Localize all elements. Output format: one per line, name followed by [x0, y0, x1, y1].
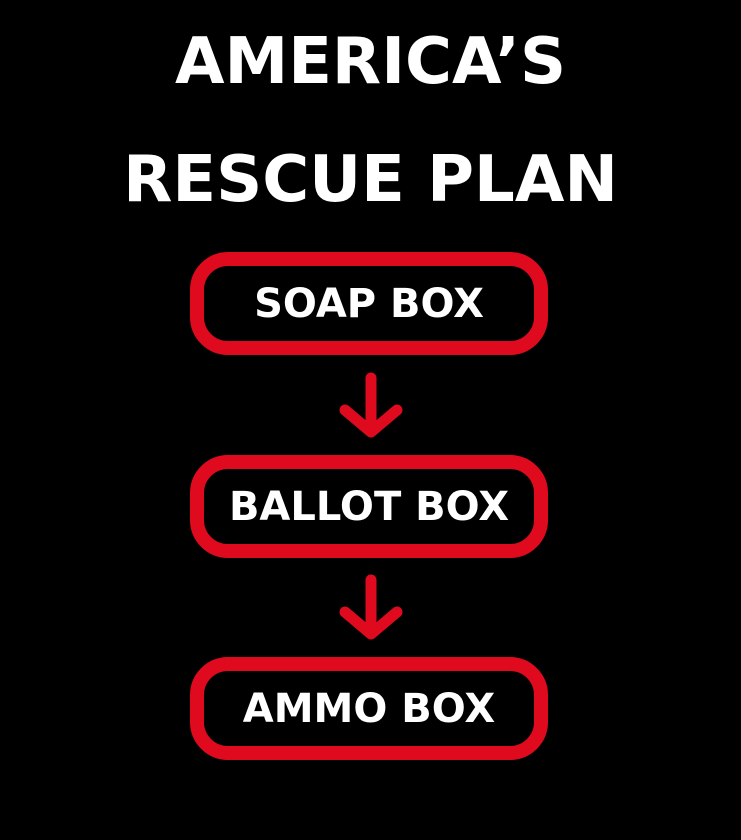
- step-label: SOAP BOX: [254, 280, 484, 327]
- step-box-ballot: BALLOT BOX: [190, 455, 548, 558]
- arrow-down-icon: [339, 372, 403, 438]
- step-label: AMMO BOX: [242, 685, 496, 732]
- step-label: BALLOT BOX: [228, 483, 510, 530]
- step-box-ammo: AMMO BOX: [190, 657, 548, 760]
- step-box-soap: SOAP BOX: [190, 252, 548, 355]
- title-line-1: AMERICA’S: [174, 25, 567, 99]
- arrow-down-icon: [339, 574, 403, 640]
- title-line-2: RESCUE PLAN: [123, 143, 618, 217]
